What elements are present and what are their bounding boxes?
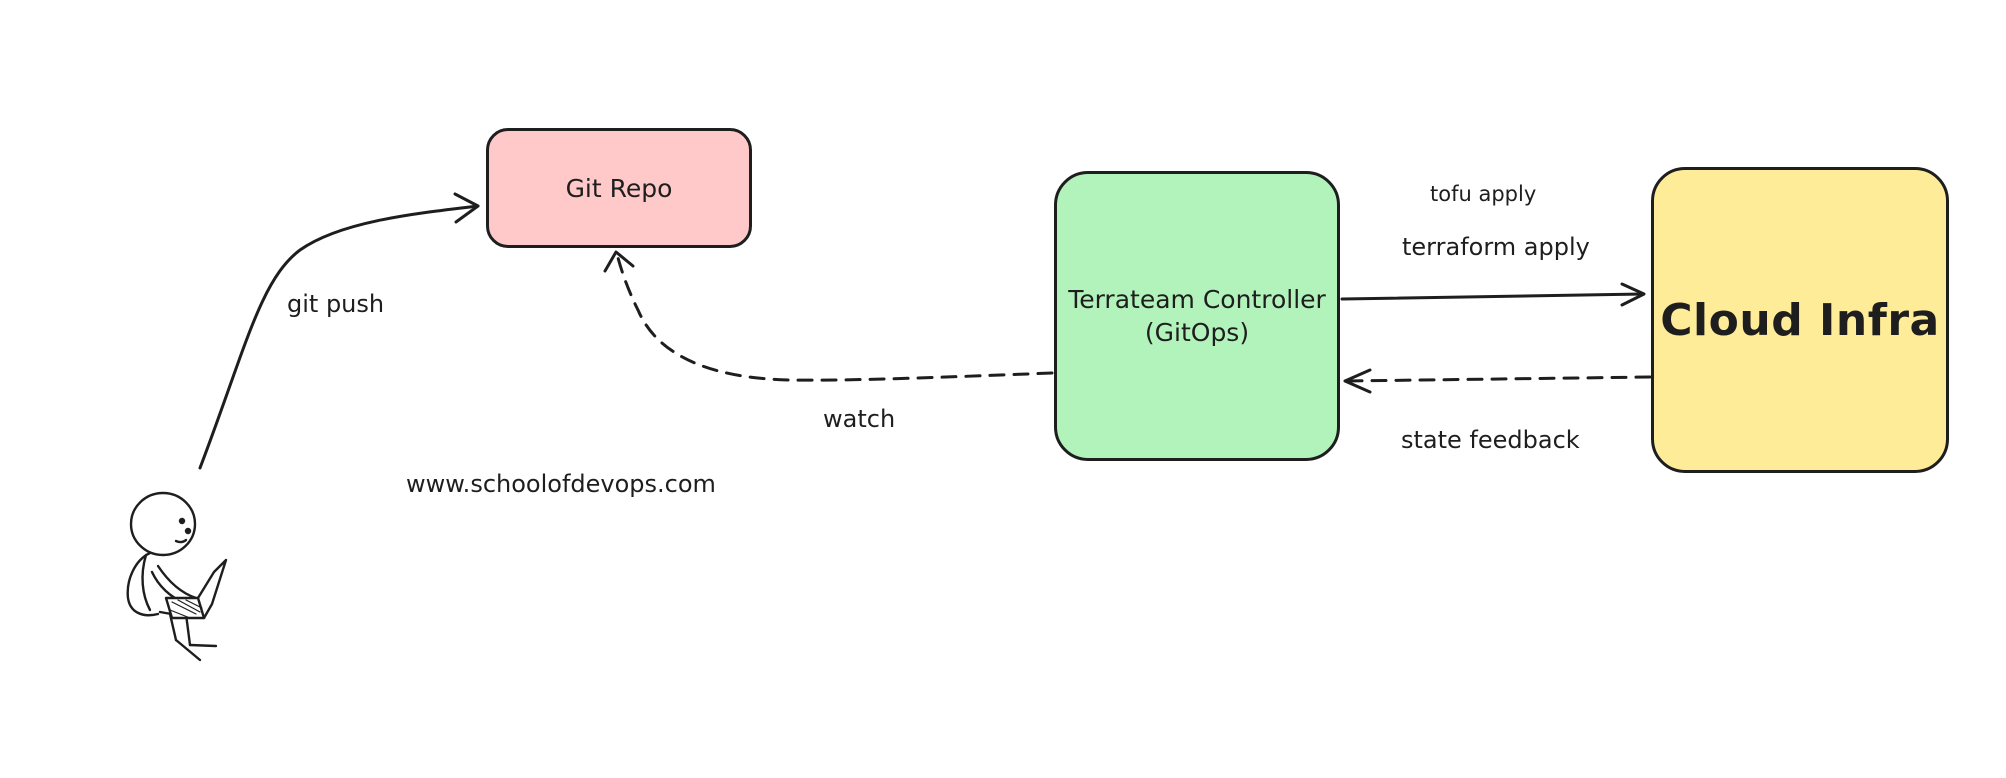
terraform-apply-label: terraform apply — [1402, 233, 1590, 261]
git-push-arrow — [198, 204, 480, 470]
cloud-infra-label: Cloud Infra — [1660, 294, 1940, 346]
person-with-laptop-icon — [126, 491, 228, 662]
terraform-apply-arrow — [1340, 292, 1645, 301]
watch-label: watch — [823, 405, 896, 433]
git-push-arrowhead — [453, 192, 480, 224]
state-feedback-arrowhead — [1343, 368, 1372, 394]
git-repo-label: Git Repo — [565, 173, 673, 203]
watch-arrow — [615, 252, 1054, 382]
terrateam-controller-node: Terrateam Controller (GitOps) — [1054, 171, 1340, 461]
git-repo-node: Git Repo — [486, 128, 752, 248]
controller-label-line1: Terrateam Controller — [1068, 285, 1326, 314]
website-label: www.schoolofdevops.com — [406, 470, 716, 498]
cloud-infra-node: Cloud Infra — [1651, 167, 1949, 473]
state-feedback-arrow — [1344, 375, 1652, 383]
terraform-apply-arrowhead — [1620, 282, 1646, 307]
git-push-label: git push — [287, 290, 385, 318]
controller-label-line2: (GitOps) — [1144, 318, 1250, 347]
watch-arrowhead — [603, 250, 635, 273]
state-feedback-label: state feedback — [1401, 426, 1580, 454]
tofu-apply-label: tofu apply — [1430, 182, 1537, 206]
